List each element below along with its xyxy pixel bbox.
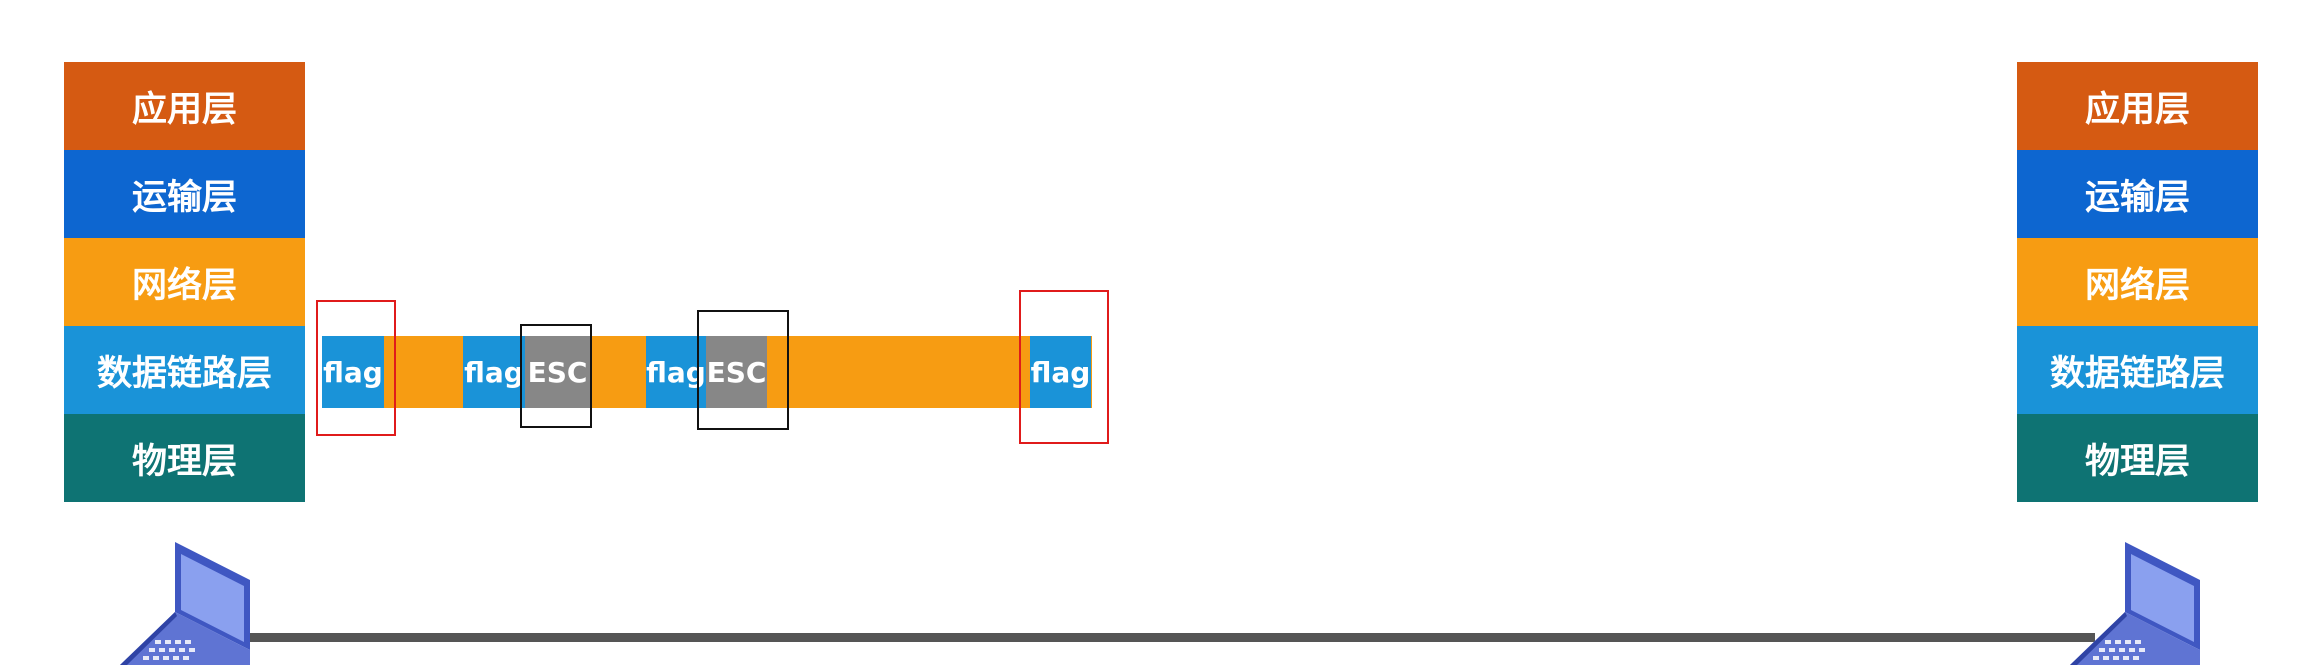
esc-byte-1: ESC	[525, 336, 590, 408]
physical-link-line	[240, 633, 2095, 642]
data-flag-byte-1: flag	[463, 336, 525, 408]
end-flag-highlight	[1019, 290, 1109, 444]
laptop-icon	[115, 540, 265, 665]
frame-end-flag: flag	[1030, 336, 1091, 408]
frame-start-flag: flag	[322, 336, 384, 408]
esc-1-highlight	[520, 324, 592, 428]
right-transport-layer: 运输层	[2017, 150, 2258, 238]
right-physical-layer: 物理层	[2017, 414, 2258, 502]
right-protocol-stack: 应用层 运输层 网络层 数据链路层 物理层	[2017, 62, 2258, 502]
start-flag-highlight	[316, 300, 396, 436]
esc-2-highlight	[697, 310, 789, 430]
data-frame: flag flag ESC flag ESC flag	[0, 336, 1100, 408]
left-application-layer: 应用层	[64, 62, 305, 150]
esc-byte-2: ESC	[706, 336, 767, 408]
right-datalink-layer: 数据链路层	[2017, 326, 2258, 414]
left-datalink-layer: 数据链路层	[64, 326, 305, 414]
left-physical-layer: 物理层	[64, 414, 305, 502]
left-network-layer: 网络层	[64, 238, 305, 326]
right-application-layer: 应用层	[2017, 62, 2258, 150]
right-network-layer: 网络层	[2017, 238, 2258, 326]
data-flag-byte-2: flag	[646, 336, 706, 408]
laptop-icon	[2065, 540, 2215, 665]
left-transport-layer: 运输层	[64, 150, 305, 238]
left-protocol-stack: 应用层 运输层 网络层 数据链路层 物理层	[64, 62, 305, 502]
